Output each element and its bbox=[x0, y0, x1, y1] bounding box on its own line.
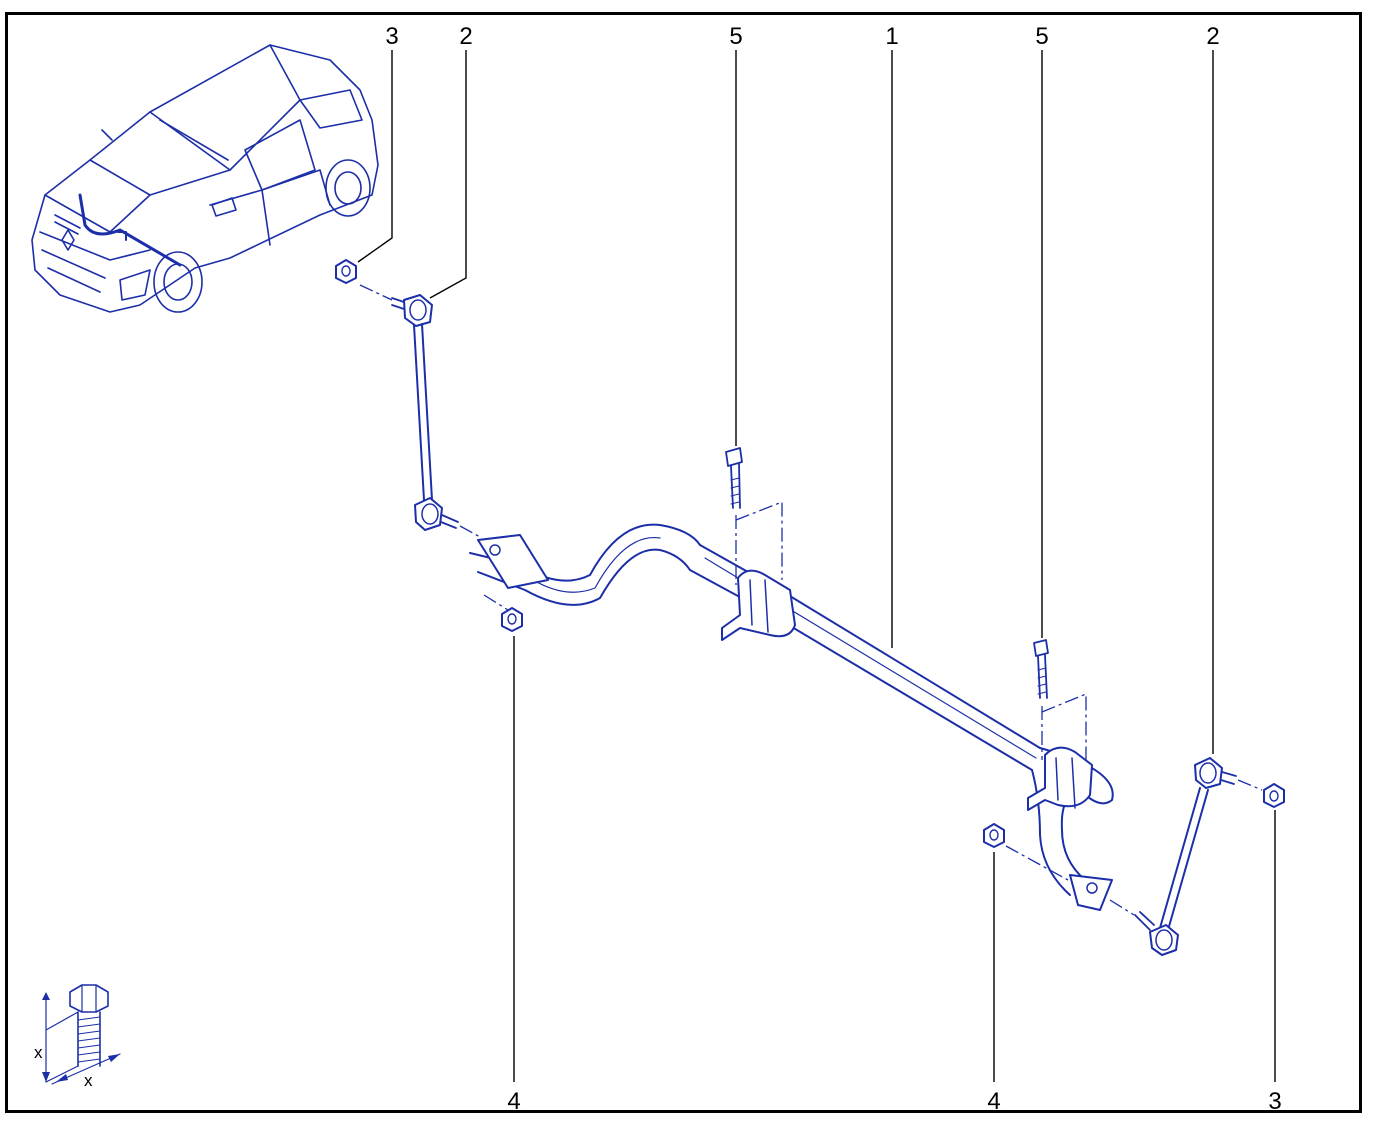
link-rod-left bbox=[359, 284, 483, 539]
callout-2-top-right: 2 bbox=[1206, 23, 1219, 50]
bolt-length-label: x bbox=[34, 1043, 43, 1062]
callout-2-top-left: 2 bbox=[459, 23, 472, 50]
nut-upper-left bbox=[335, 259, 357, 284]
nut-lower-left bbox=[483, 594, 523, 632]
bolt-length-icon: x x bbox=[34, 984, 121, 1090]
callout-5-left: 5 bbox=[729, 23, 742, 50]
callout-5-right: 5 bbox=[1035, 23, 1048, 50]
bolt-lower bbox=[1033, 639, 1087, 760]
callout-4-right: 4 bbox=[987, 1088, 1000, 1115]
nut-right bbox=[1263, 783, 1285, 808]
car-icon bbox=[31, 44, 379, 313]
callout-4-left: 4 bbox=[507, 1088, 520, 1115]
bushing-clamp-right bbox=[1027, 746, 1093, 811]
nut-lower-right bbox=[983, 823, 1069, 881]
stabilizer-bar bbox=[469, 523, 1114, 911]
callouts: 3 2 5 1 5 2 4 4 3 bbox=[385, 23, 1281, 1115]
callout-1: 1 bbox=[885, 23, 898, 50]
callout-3-bottom: 3 bbox=[1268, 1088, 1281, 1115]
callout-3-top: 3 bbox=[385, 23, 398, 50]
link-rod-right bbox=[1109, 757, 1263, 956]
bolt-thread-label: x bbox=[84, 1071, 93, 1090]
bolt-upper bbox=[725, 447, 783, 585]
leader-lines bbox=[357, 50, 1276, 1082]
bushing-clamp-left bbox=[721, 569, 796, 641]
